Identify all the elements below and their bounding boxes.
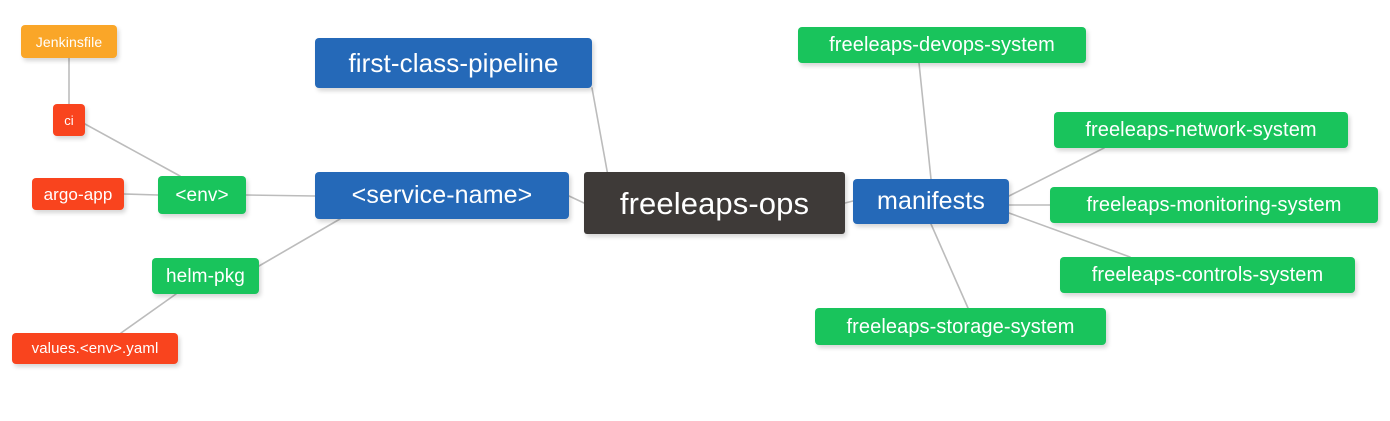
edge-helm-to-values xyxy=(120,293,177,334)
edge-service-to-helm xyxy=(258,218,341,267)
mindmap-node-monitor-sys[interactable]: freeleaps-monitoring-system xyxy=(1050,187,1378,223)
edge-env-to-argo xyxy=(123,193,159,196)
edge-root-to-service xyxy=(568,195,585,204)
edge-service-to-env xyxy=(245,194,316,197)
edge-manifests-to-storage-sys xyxy=(930,223,969,309)
mindmap-node-values[interactable]: values.<env>.yaml xyxy=(12,333,178,364)
mindmap-node-env[interactable]: <env> xyxy=(158,176,246,214)
mindmap-node-helm[interactable]: helm-pkg xyxy=(152,258,259,294)
mindmap-node-devops-sys[interactable]: freeleaps-devops-system xyxy=(798,27,1086,63)
edge-root-to-manifests xyxy=(844,200,854,204)
mindmap-node-manifests[interactable]: manifests xyxy=(853,179,1009,224)
mindmap-node-storage-sys[interactable]: freeleaps-storage-system xyxy=(815,308,1106,345)
mindmap-node-root[interactable]: freeleaps-ops xyxy=(584,172,845,234)
mindmap-node-service[interactable]: <service-name> xyxy=(315,172,569,219)
edge-env-to-ci xyxy=(84,123,181,177)
edge-manifests-to-devops-sys xyxy=(918,62,932,180)
mindmap-node-pipeline[interactable]: first-class-pipeline xyxy=(315,38,592,88)
mindmap-node-controls-sys[interactable]: freeleaps-controls-system xyxy=(1060,257,1355,293)
mindmap-node-jenkins[interactable]: Jenkinsfile xyxy=(21,25,117,58)
edge-root-to-pipeline xyxy=(591,87,609,177)
mindmap-node-argo[interactable]: argo-app xyxy=(32,178,124,210)
mindmap-node-network-sys[interactable]: freeleaps-network-system xyxy=(1054,112,1348,148)
mindmap-node-ci[interactable]: ci xyxy=(53,104,85,136)
